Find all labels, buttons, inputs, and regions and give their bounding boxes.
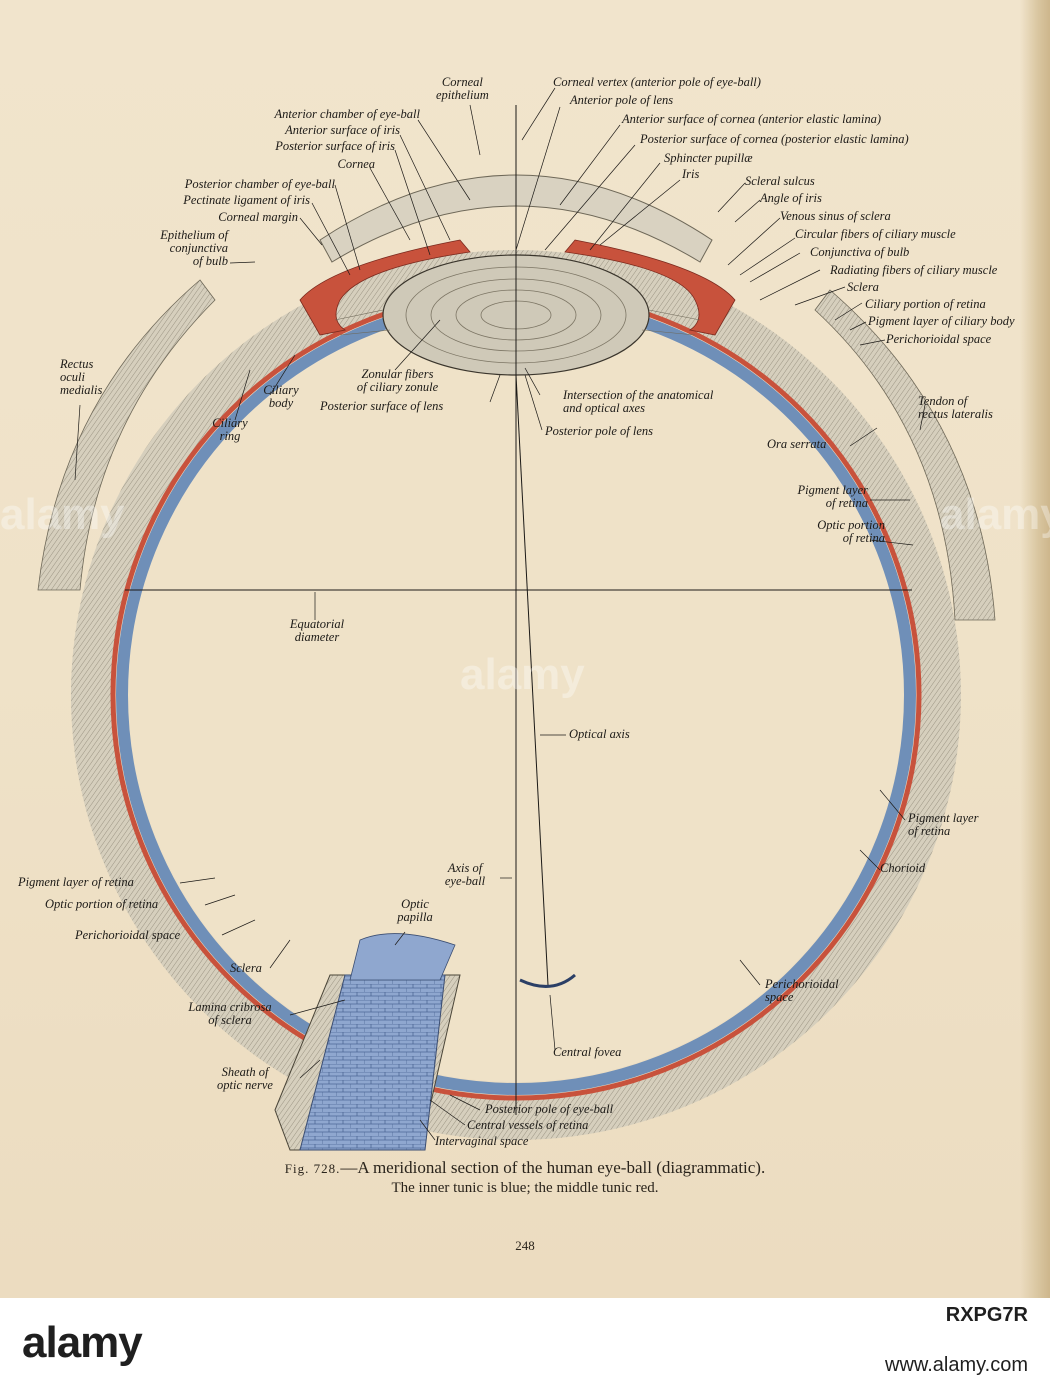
label-optic-portion-retina-r: Optic portion of retina	[770, 519, 885, 545]
label-posterior-pole-lens: Posterior pole of lens	[545, 425, 653, 438]
figure-number: Fig. 728.	[285, 1161, 341, 1176]
label-pectinate-ligament: Pectinate ligament of iris	[110, 194, 310, 207]
label-pigment-layer-retina-r1: Pigment layer of retina	[750, 484, 868, 510]
label-sheath-optic-nerve: Sheath of optic nerve	[190, 1066, 300, 1092]
label-central-vessels: Central vessels of retina	[467, 1119, 588, 1132]
label-posterior-pole-eyeball: Posterior pole of eye-ball	[485, 1103, 613, 1116]
label-perichorioidal-space-l: Perichorioidal space	[75, 929, 180, 942]
label-posterior-surface-iris: Posterior surface of iris	[230, 140, 395, 153]
label-corneal-epithelium: Corneal epithelium	[436, 76, 489, 102]
label-anterior-chamber: Anterior chamber of eye-ball	[230, 108, 420, 121]
label-posterior-chamber: Posterior chamber of eye-ball	[120, 178, 335, 191]
label-conjunctiva-bulb: Conjunctiva of bulb	[810, 246, 909, 259]
label-rectus-oculi-medialis: Rectus oculi medialis	[60, 358, 102, 397]
label-ciliary-body: Ciliary body	[250, 384, 312, 410]
label-perichorioidal-space-top: Perichorioidal space	[886, 333, 991, 346]
page-number: 248	[0, 1238, 1050, 1254]
label-optic-papilla: Optic papilla	[385, 898, 445, 924]
label-ciliary-ring: Ciliary ring	[200, 417, 260, 443]
label-radiating-fibers: Radiating fibers of ciliary muscle	[830, 264, 997, 277]
book-page: Corneal epithelium Corneal vertex (anter…	[0, 0, 1050, 1298]
label-axis-eyeball: Axis of eye-ball	[430, 862, 500, 888]
label-anterior-surface-cornea: Anterior surface of cornea (anterior ela…	[622, 113, 881, 126]
label-optical-axis: Optical axis	[569, 728, 630, 741]
label-ora-serrata: Ora serrata	[767, 438, 826, 451]
label-posterior-surface-lens: Posterior surface of lens	[320, 400, 443, 413]
label-corneal-vertex: Corneal vertex (anterior pole of eye-bal…	[553, 76, 761, 89]
label-anterior-pole-lens: Anterior pole of lens	[570, 94, 673, 107]
label-central-fovea: Central fovea	[553, 1046, 621, 1059]
label-optic-portion-retina-l: Optic portion of retina	[45, 898, 158, 911]
label-epithelium-conjunctiva: Epithelium of conjunctiva of bulb	[110, 229, 228, 268]
label-pigment-layer-retina-r2: Pigment layer of retina	[908, 812, 978, 838]
label-ciliary-portion-retina: Ciliary portion of retina	[865, 298, 986, 311]
label-venous-sinus: Venous sinus of sclera	[780, 210, 891, 223]
figure-title: —A meridional section of the human eye-b…	[340, 1158, 765, 1177]
label-iris: Iris	[682, 168, 699, 181]
image-code: RXPG7R	[946, 1304, 1028, 1327]
label-intervaginal-space: Intervaginal space	[435, 1135, 528, 1148]
label-sclera-top: Sclera	[847, 281, 879, 294]
label-equatorial-diameter: Equatorial diameter	[262, 618, 372, 644]
figure-caption: Fig. 728.—A meridional section of the hu…	[0, 1158, 1050, 1197]
label-cornea: Cornea	[300, 158, 375, 171]
label-corneal-margin: Corneal margin	[150, 211, 298, 224]
stock-footer: alamy RXPG7R www.alamy.com	[0, 1298, 1050, 1390]
site-url[interactable]: www.alamy.com	[885, 1354, 1028, 1377]
figure-subtitle: The inner tunic is blue; the middle tuni…	[0, 1180, 1050, 1197]
label-circular-fibers: Circular fibers of ciliary muscle	[795, 228, 956, 241]
label-perichorioidal-space-r: Perichorioidal space	[765, 978, 839, 1004]
alamy-logo: alamy	[22, 1318, 142, 1368]
label-tendon-rectus-lateralis: Tendon of rectus lateralis	[918, 395, 1028, 421]
label-anterior-surface-iris: Anterior surface of iris	[240, 124, 400, 137]
label-angle-of-iris: Angle of iris	[760, 192, 822, 205]
label-scleral-sulcus: Scleral sulcus	[745, 175, 815, 188]
label-pigment-layer-ciliary-body: Pigment layer of ciliary body	[868, 315, 1015, 328]
label-pigment-layer-retina-l: Pigment layer of retina	[18, 876, 134, 889]
label-lamina-cribrosa: Lamina cribrosa of sclera	[170, 1001, 290, 1027]
label-chorioid: Chorioid	[880, 862, 925, 875]
label-sclera-bottom: Sclera	[230, 962, 262, 975]
label-zonular-fibers: Zonular fibers of ciliary zonule	[340, 368, 455, 394]
label-sphincter-pupillae: Sphincter pupillæ	[664, 152, 753, 165]
label-intersection-axes: Intersection of the anatomical and optic…	[563, 389, 713, 415]
label-posterior-surface-cornea: Posterior surface of cornea (posterior e…	[640, 133, 909, 146]
